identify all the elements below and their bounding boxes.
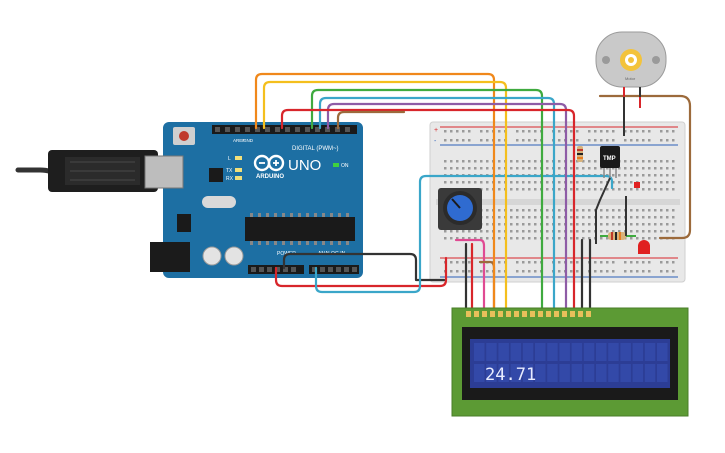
power-jack (150, 242, 190, 272)
wire-black-gnd (282, 252, 446, 282)
marker-red (634, 182, 640, 188)
led-rx-label: RX (226, 176, 234, 182)
digital-label: DIGITAL (PWM~) (292, 146, 339, 152)
lcd-display-value: 24.71 (485, 365, 536, 385)
arduino-logo (253, 154, 285, 172)
label-aref: AREF (233, 138, 245, 143)
led-l (235, 156, 242, 160)
on-label: ON (341, 163, 349, 169)
board-model: UNO (288, 157, 321, 174)
led-tx-label: TX (226, 168, 233, 174)
wire-red-power (274, 256, 448, 288)
capacitor-1 (202, 246, 222, 266)
lcd-character-cells (474, 343, 668, 382)
wire-brown-motor (598, 94, 692, 240)
wire-purple-top (326, 102, 568, 162)
wires-top (254, 72, 692, 240)
regulator (177, 214, 191, 232)
atmega-chip (245, 217, 355, 241)
potentiometer[interactable] (438, 188, 482, 230)
led-rx (235, 176, 242, 180)
resistor-2[interactable] (600, 232, 636, 240)
arduino-logo-text: ARDUINO (256, 174, 284, 180)
crystal (202, 196, 236, 208)
digital-header (212, 125, 357, 134)
red-led[interactable] (638, 240, 650, 254)
wire-brown-top (336, 110, 406, 130)
rail-minus-top: - (434, 138, 437, 145)
label-gnd: GND (243, 138, 254, 143)
lcd-module[interactable]: 24.71 (451, 307, 689, 417)
breadboard-divider (436, 199, 680, 205)
lcd-pin-header (466, 311, 591, 317)
reset-button-cap[interactable] (179, 131, 189, 141)
wire-green-top (310, 88, 544, 162)
resistor-1[interactable] (577, 146, 583, 162)
rail-plus-top: + (434, 127, 438, 134)
led-l-label: L (228, 156, 231, 162)
capacitor-2 (224, 246, 244, 266)
usb-chip (209, 168, 223, 182)
motor-label: Motor (625, 76, 636, 81)
wire-blue-analog (314, 174, 614, 294)
analog-header (309, 265, 359, 274)
wire-pink-lcd (454, 238, 486, 312)
wires-bottom (274, 158, 614, 312)
wire-blue-top (318, 96, 556, 162)
dc-motor[interactable]: Motor (595, 31, 667, 136)
led-tx (235, 168, 242, 172)
wire-orange-top (254, 72, 496, 162)
on-led (333, 163, 339, 167)
usb-port (144, 155, 184, 189)
temperature-sensor[interactable]: TMP (600, 146, 620, 178)
arduino-uno-board[interactable]: AREF GND DIGITAL (PWM~) ARDUINO UNO ON L… (144, 122, 363, 278)
wire-red-top (280, 108, 576, 162)
wire-yellow-top (262, 80, 508, 162)
sensor-label: TMP (603, 156, 616, 162)
wire-black-sensor (595, 177, 611, 244)
